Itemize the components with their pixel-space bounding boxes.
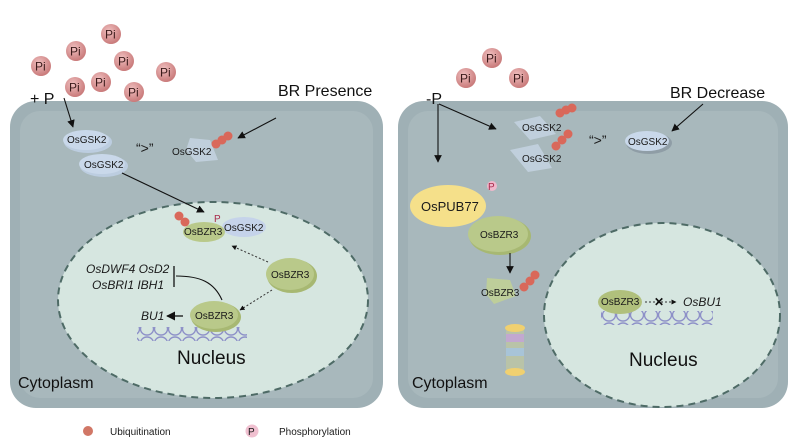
pi-molecule-icon: [124, 82, 144, 102]
dna-osbzr3-label: OsBZR3: [601, 297, 640, 308]
degraded-osbzr3: [486, 278, 516, 304]
ospub77-label: OsPUB77: [421, 199, 479, 214]
phospho-badge: [487, 181, 497, 191]
legend: Ubiquitination P Phosphorylation: [83, 424, 351, 438]
nuclear-osbzr3-label: OsBZR3: [271, 270, 310, 281]
input-arrow: [438, 103, 497, 130]
gsk2-to-nucleus-arrow: [121, 172, 205, 213]
degraded-osgsk2-label: OsGSK2: [522, 123, 562, 134]
pi-label: Pi: [513, 72, 524, 86]
pi-molecule-icon: [101, 24, 121, 44]
br-decrease-label: BR Decrease: [670, 85, 765, 102]
br-presence-label: BR Presence: [278, 83, 372, 100]
degraded-osgsk2-label: OsGSK2: [172, 147, 212, 158]
osbzr3-protein: [183, 222, 225, 242]
dna-osbzr3-label: OsBZR3: [195, 311, 234, 322]
inhibition-arrow: [175, 275, 223, 301]
degraded-osgsk2: [514, 116, 556, 140]
comparison-symbol: “>”: [589, 132, 607, 148]
complex-osgsk2-label: OsGSK2: [224, 223, 264, 234]
pi-molecule-icon: [65, 77, 85, 97]
complex-osbzr3-label: OsBZR3: [184, 227, 223, 238]
pi-label: Pi: [35, 60, 46, 74]
pi-label: Pi: [128, 86, 139, 100]
ubiquitin-dot: [174, 211, 184, 221]
phospho-mark: P: [488, 182, 495, 193]
osbu1-gene-label: OsBU1: [683, 295, 722, 309]
legend-ubiquitination-label: Ubiquitination: [110, 427, 171, 438]
phospho-mark: P: [214, 214, 221, 225]
pi-label: Pi: [69, 81, 80, 95]
osgsk2-label: OsGSK2: [67, 135, 107, 146]
legend-p-glyph: P: [248, 427, 255, 438]
pi-molecule-icon: [91, 72, 111, 92]
pi-label: Pi: [486, 52, 497, 66]
dna-helix: [601, 311, 713, 325]
pi-label: Pi: [118, 55, 129, 69]
right-nucleus-label: Nucleus: [629, 350, 698, 371]
ubiquitin-chain: [519, 270, 540, 292]
br-arrow: [237, 117, 277, 139]
ubiquitin-chain: [551, 129, 573, 151]
ubiquitin-chain: [211, 131, 233, 149]
pi-molecule-icon: [31, 56, 51, 76]
osbzr3-label: OsBZR3: [480, 230, 519, 241]
pi-molecule-icon: [114, 51, 134, 71]
dotted-arrow: [231, 245, 269, 263]
osgsk2-label: OsGSK2: [84, 160, 124, 171]
br-arrow: [671, 103, 704, 132]
ubiquitin-chain: [555, 103, 577, 118]
pi-molecule-icon: [482, 48, 502, 68]
pi-label: Pi: [160, 66, 171, 80]
right-cytoplasm-label: Cytoplasm: [412, 375, 488, 392]
bu1-gene-label: BU1: [141, 309, 164, 323]
left-input-label: + P: [30, 91, 54, 108]
comparison-symbol: “>”: [136, 140, 154, 156]
degraded-osgsk2-label: OsGSK2: [522, 154, 562, 165]
repressed-genes-line2: OsBRI1 IBH1: [92, 278, 164, 292]
pi-label: Pi: [460, 72, 471, 86]
left-nucleus: [57, 201, 369, 399]
intact-osgsk2-label: OsGSK2: [628, 137, 668, 148]
pi-label: Pi: [105, 28, 116, 42]
osbzr3-protein: [598, 290, 642, 314]
ubiquitination-legend-icon: [83, 426, 93, 436]
repressed-genes-line1: OsDWF4 OsD2: [86, 262, 170, 276]
legend-phosphorylation-label: Phosphorylation: [279, 427, 351, 438]
ub-osbzr3-label: OsBZR3: [481, 288, 520, 299]
pi-molecule-icon: [509, 68, 529, 88]
pi-molecule-icon: [66, 41, 86, 61]
right-input-label: -P: [426, 91, 442, 108]
pi-molecule-icon: [456, 68, 476, 88]
pi-label: Pi: [70, 45, 81, 59]
ospub77-protein: [410, 185, 486, 227]
proteasome-icon: [505, 324, 525, 376]
input-arrow: [63, 97, 75, 128]
osgsk2-protein: [222, 217, 266, 237]
degraded-osgsk2: [510, 144, 552, 172]
phosphorylation-legend-icon: [245, 424, 259, 438]
pi-molecule-icon: [156, 62, 176, 82]
degraded-osgsk2: [186, 138, 218, 162]
block-x-icon: ✕: [654, 295, 664, 309]
left-nucleus-label: Nucleus: [177, 348, 246, 369]
pi-label: Pi: [95, 76, 106, 90]
ubiquitin-dot: [180, 217, 190, 227]
left-cytoplasm-label: Cytoplasm: [18, 375, 94, 392]
